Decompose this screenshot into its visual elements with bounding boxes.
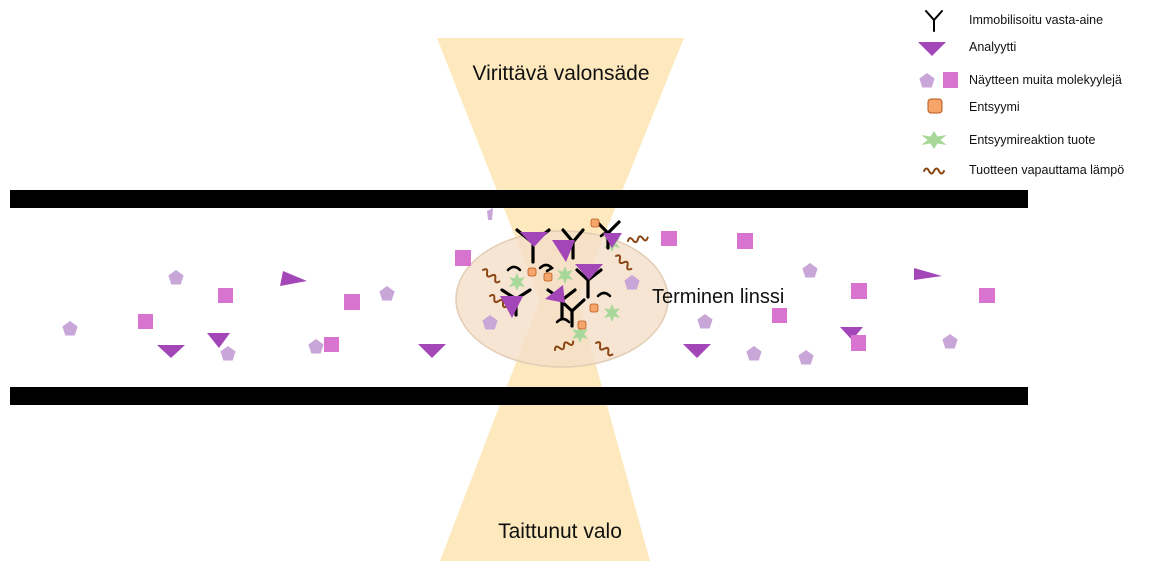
pentagon-icon — [697, 314, 712, 329]
legend-item-other-molecules: Näytteen muita molekyylejä — [919, 72, 1121, 88]
pentagon-icon — [379, 286, 394, 301]
legend-label-heat: Tuotteen vapauttama lämpö — [969, 163, 1124, 177]
square-icon — [851, 283, 867, 299]
pentagon-icon — [746, 346, 761, 361]
enzyme-icon — [578, 321, 586, 329]
enzyme-icon — [928, 99, 942, 113]
pentagon-icon — [919, 73, 934, 88]
excitation-beam-label: Virittävä valonsäde — [472, 62, 649, 85]
channel-wall-bottom — [10, 387, 1028, 405]
square-icon — [455, 250, 471, 266]
legend-item-enzyme: Entsyymi — [928, 99, 1020, 114]
pentagon-icon — [802, 263, 817, 278]
analyte-icon — [683, 344, 711, 358]
analyte-icon — [280, 271, 307, 286]
antibody-icon — [926, 11, 942, 31]
analyte-icon — [914, 268, 942, 280]
square-icon — [737, 233, 753, 249]
legend-item-product: Entsyymireaktion tuote — [921, 131, 1095, 149]
legend-item-heat: Tuotteen vapauttama lämpö — [924, 163, 1124, 177]
product-star-icon — [921, 131, 947, 149]
square-icon — [943, 72, 958, 88]
pentagon-icon — [168, 270, 183, 285]
square-icon — [772, 308, 787, 323]
analyte-icon — [207, 333, 230, 348]
enzyme-icon — [590, 304, 598, 312]
square-icon — [344, 294, 360, 310]
square-icon — [324, 337, 339, 352]
pentagon-icon — [942, 334, 957, 349]
pentagon-icon — [220, 346, 235, 361]
legend-label-enzyme: Entsyymi — [969, 100, 1020, 114]
enzyme-icon — [544, 273, 552, 281]
legend-item-antibody: Immobilisoitu vasta-aine — [926, 11, 1103, 31]
thermal-lens-label: Terminen linssi — [652, 286, 784, 308]
pentagon-icon — [308, 339, 323, 354]
square-icon — [851, 335, 866, 351]
refracted-light-label: Taittunut valo — [498, 520, 622, 543]
channel-wall-top — [10, 190, 1028, 208]
analyte-icon — [157, 345, 185, 358]
legend-item-analyte: Analyytti — [918, 40, 1016, 56]
legend-label-analyte: Analyytti — [969, 40, 1016, 54]
pentagon-icon — [798, 350, 813, 365]
heat-wave-icon — [628, 235, 649, 243]
square-icon — [218, 288, 233, 303]
enzyme-icon — [591, 219, 599, 227]
legend-label-other-molecules: Näytteen muita molekyylejä — [969, 73, 1122, 87]
square-icon — [979, 288, 995, 303]
square-icon — [661, 231, 677, 246]
legend-label-product: Entsyymireaktion tuote — [969, 133, 1095, 147]
analyte-icon — [418, 344, 446, 358]
analyte-icon — [918, 42, 946, 56]
legend-label-antibody: Immobilisoitu vasta-aine — [969, 13, 1103, 27]
pentagon-icon — [62, 321, 77, 336]
heat-wave-icon — [924, 169, 944, 174]
enzyme-icon — [528, 268, 536, 276]
legend: Immobilisoitu vasta-aine Analyytti Näytt… — [918, 11, 1124, 177]
square-icon — [138, 314, 153, 329]
